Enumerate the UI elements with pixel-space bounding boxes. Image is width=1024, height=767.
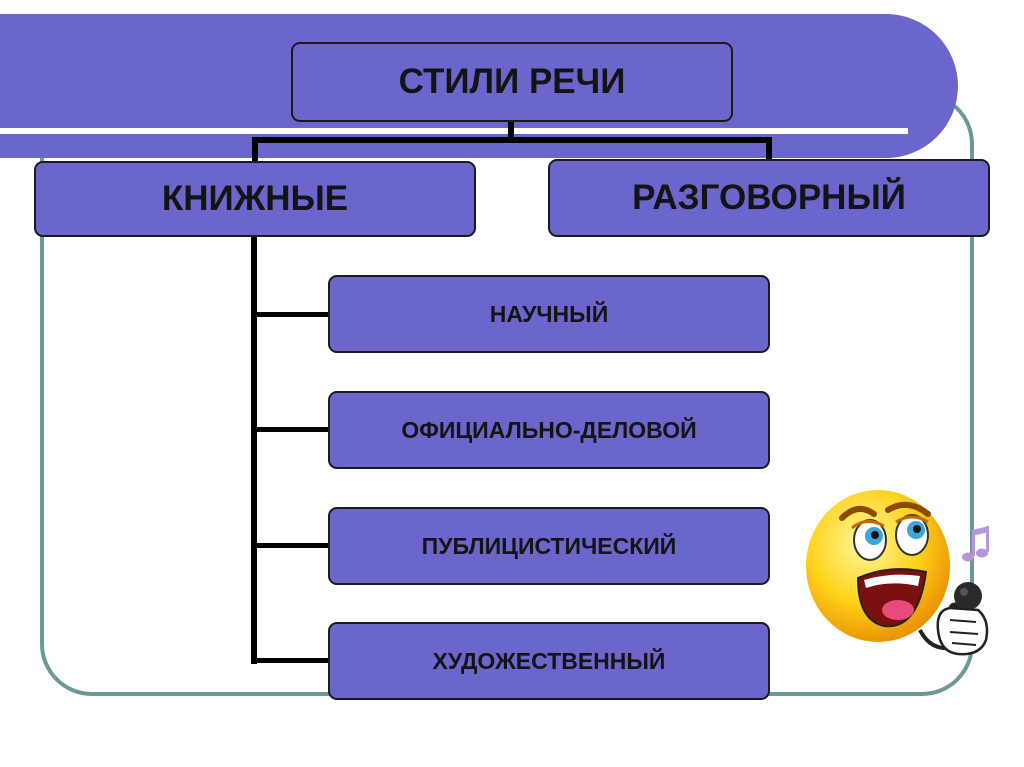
style-node-scientific: НАУЧНЫЙ [328,275,770,353]
branch-node-colloquial: РАЗГОВОРНЫЙ [548,159,990,237]
connector-to-artistic [251,658,330,663]
connector-to-official [251,427,330,432]
connector-to-scientific [251,312,330,317]
singing-smiley-illustration [800,480,1010,670]
connector-branch-bar [252,137,772,143]
connector-left-drop [252,137,258,163]
style-node-official: ОФИЦИАЛЬНО-ДЕЛОВОЙ [328,391,770,469]
root-node: СТИЛИ РЕЧИ [291,42,733,122]
banner-stripe [0,128,908,134]
branch-node-bookish: КНИЖНЫЕ [34,161,476,237]
music-note-icon [962,526,989,562]
microphone-icon [954,582,982,610]
style-node-publicistic: ПУБЛИЦИСТИЧЕСКИЙ [328,507,770,585]
connector-to-publicistic [251,543,330,548]
connector-bookish-spine [251,234,257,664]
style-node-artistic: ХУДОЖЕСТВЕННЫЙ [328,622,770,700]
